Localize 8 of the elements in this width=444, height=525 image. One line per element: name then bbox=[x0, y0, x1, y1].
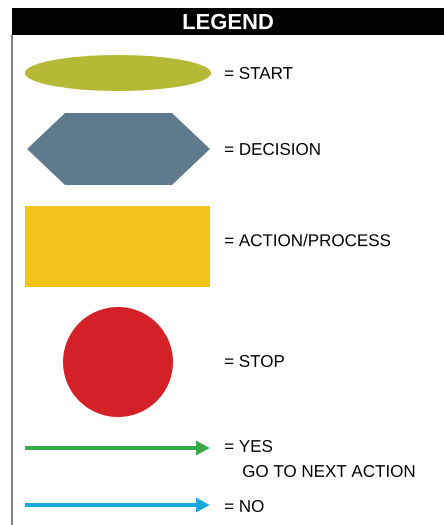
legend-text: GO TO NEXT ACTION bbox=[243, 464, 414, 478]
legend-text: = START bbox=[225, 66, 293, 80]
legend-text: = YES bbox=[225, 440, 272, 452]
title-bar: LEGEND bbox=[12, 8, 444, 35]
legend-text: = NO bbox=[225, 500, 264, 512]
legend-text: = ACTION/PROCESS bbox=[225, 234, 390, 246]
legend-text: = STOP bbox=[225, 354, 284, 368]
legend-text: = DECISION bbox=[225, 142, 320, 156]
